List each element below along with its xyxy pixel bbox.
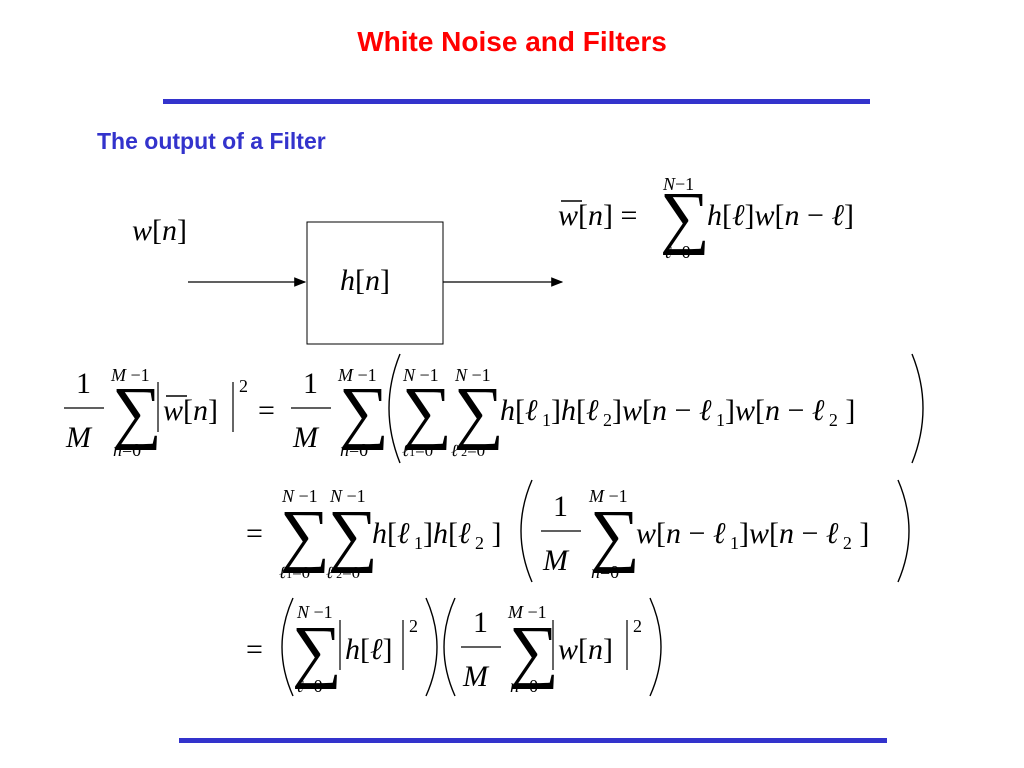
svg-text:N −1: N −1: [281, 486, 318, 506]
svg-text:M: M: [65, 421, 93, 454]
svg-text:∑: ∑: [454, 374, 504, 451]
slide-title: White Noise and Filters: [357, 26, 667, 57]
section-heading: The output of a Filter: [97, 128, 326, 154]
svg-text:ℓ=0: ℓ=0: [296, 676, 323, 696]
svg-text:N −1: N −1: [402, 365, 439, 385]
svg-text:1: 1: [553, 490, 568, 523]
svg-text:M −1: M −1: [110, 365, 150, 385]
svg-text:=: =: [246, 633, 263, 666]
svg-text:n=0: n=0: [113, 440, 141, 460]
title-underline: [163, 99, 870, 104]
svg-text:∑: ∑: [328, 497, 378, 574]
svg-text:1: 1: [473, 606, 488, 639]
svg-text:∑: ∑: [280, 497, 330, 574]
filter-impulse-label: h[n]: [340, 264, 390, 297]
svg-text:2: 2: [239, 376, 248, 396]
svg-text:1: 1: [303, 367, 318, 400]
svg-text:N −1: N −1: [454, 365, 491, 385]
svg-text:∑: ∑: [509, 613, 559, 690]
svg-text:w[n] =: w[n] =: [558, 199, 637, 232]
svg-text:ℓ 2=0: ℓ 2=0: [451, 441, 485, 460]
svg-text:N −1: N −1: [329, 486, 366, 506]
svg-text:ℓ=0: ℓ=0: [664, 242, 691, 262]
svg-text:∑: ∑: [590, 497, 640, 574]
svg-text:=: =: [258, 394, 275, 427]
svg-text:ℓ1=0: ℓ1=0: [279, 563, 310, 582]
svg-text:n=0: n=0: [340, 440, 368, 460]
svg-text:M: M: [292, 421, 320, 454]
svg-text:M: M: [462, 660, 490, 693]
svg-text:w[n]: w[n]: [558, 633, 613, 666]
svg-text:∑: ∑: [112, 374, 162, 451]
svg-text:∑: ∑: [402, 374, 452, 451]
svg-text:h[ℓ 1]h[ℓ 2]w[n − ℓ 1]w[n − ℓ: h[ℓ 1]h[ℓ 2]w[n − ℓ 1]w[n − ℓ 2 ]: [500, 394, 855, 430]
svg-text:M −1: M −1: [588, 486, 628, 506]
svg-text:h[ℓ]: h[ℓ]: [345, 633, 393, 666]
svg-text:w[n − ℓ 1]w[n − ℓ 2 ]: w[n − ℓ 1]w[n − ℓ 2 ]: [636, 517, 869, 553]
svg-text:w[n]: w[n]: [163, 394, 218, 427]
svg-text:M −1: M −1: [507, 602, 547, 622]
svg-text:∑: ∑: [339, 374, 389, 451]
svg-text:N−1: N−1: [662, 174, 694, 194]
svg-text:∑: ∑: [660, 179, 710, 256]
svg-text:n=0: n=0: [510, 676, 538, 696]
svg-text:∑: ∑: [292, 613, 342, 690]
svg-text:=: =: [246, 517, 263, 550]
svg-text:h[ℓ]w[n − ℓ]: h[ℓ]w[n − ℓ]: [707, 199, 854, 232]
svg-text:n=0: n=0: [591, 562, 619, 582]
input-signal-label: w[n]: [132, 214, 187, 247]
svg-text:M −1: M −1: [337, 365, 377, 385]
svg-text:h[ℓ 1]h[ℓ 2 ]: h[ℓ 1]h[ℓ 2 ]: [372, 517, 502, 553]
svg-text:2: 2: [409, 616, 418, 636]
svg-text:M: M: [542, 544, 570, 577]
svg-text:N −1: N −1: [296, 602, 333, 622]
bottom-rule: [179, 738, 887, 743]
svg-text:ℓ1=0: ℓ1=0: [402, 441, 433, 460]
svg-text:1: 1: [76, 367, 91, 400]
svg-text:ℓ 2=0: ℓ 2=0: [326, 563, 360, 582]
svg-text:2: 2: [633, 616, 642, 636]
filter-block: [306, 221, 444, 345]
